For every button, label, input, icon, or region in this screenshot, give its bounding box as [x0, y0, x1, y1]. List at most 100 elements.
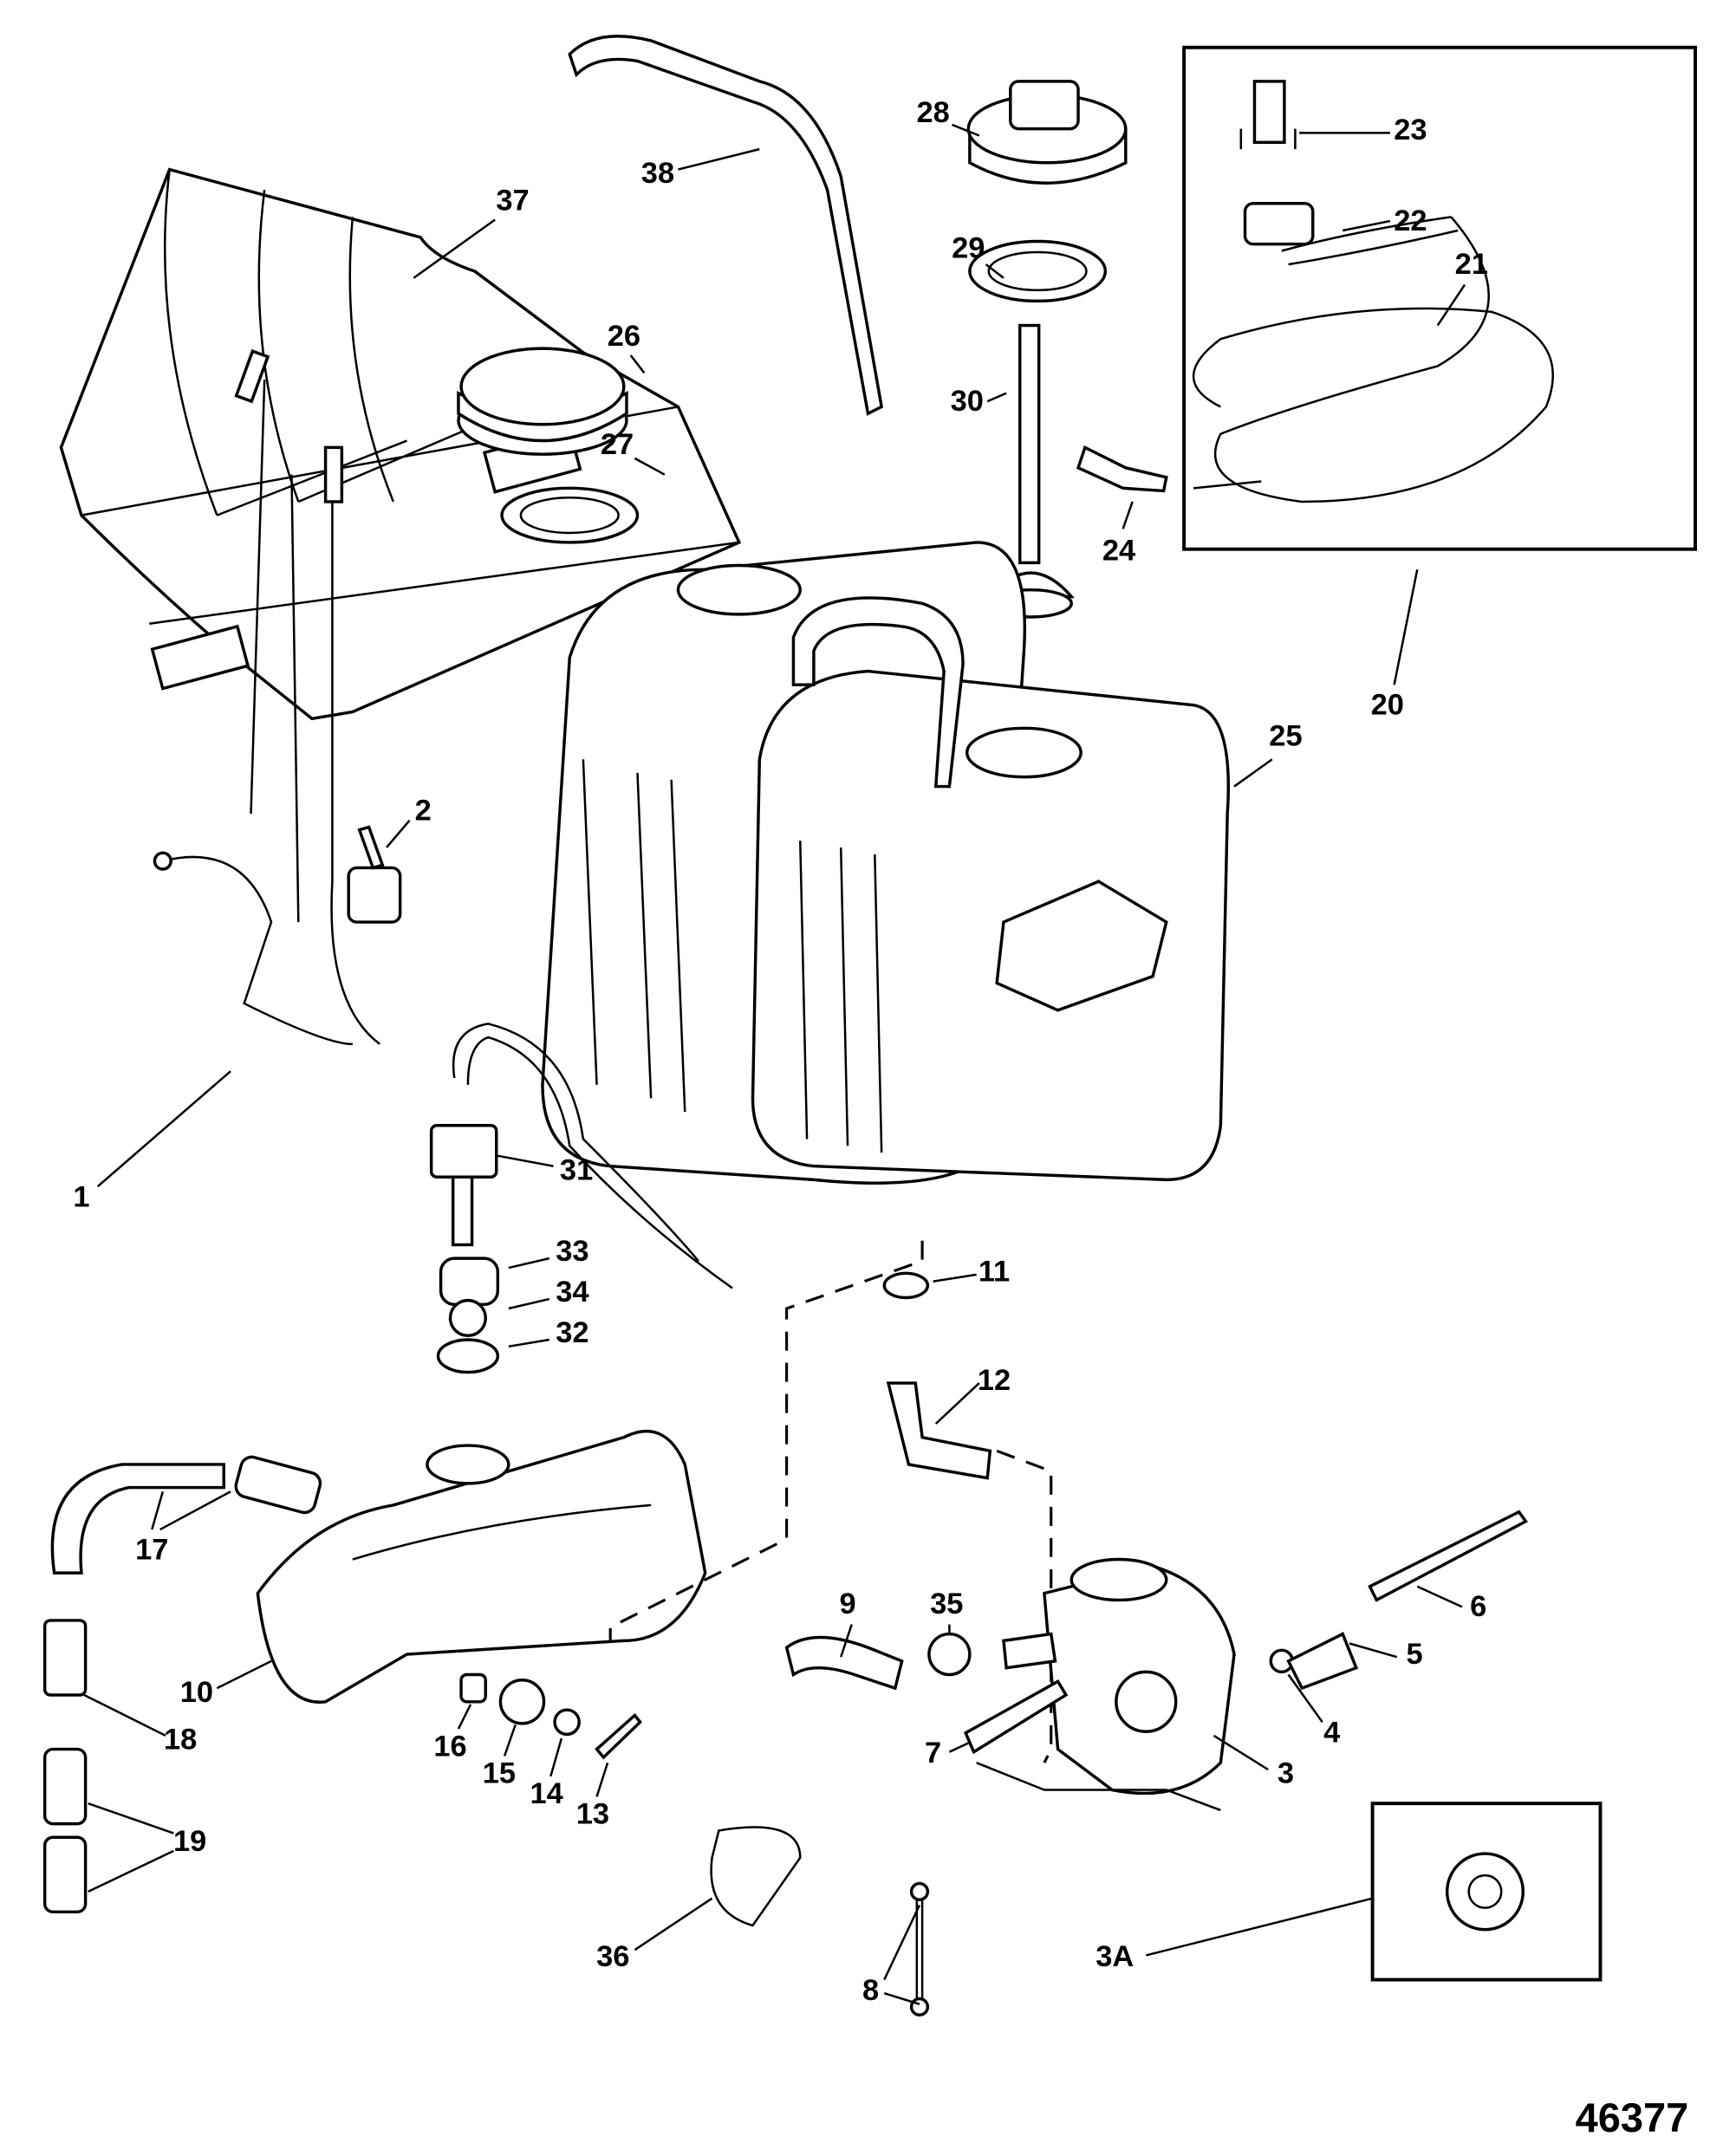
hose-part-17 [50, 1463, 225, 1575]
leader-line-2 [386, 819, 411, 848]
float-sender-part-31 [429, 1023, 733, 1289]
part-label-6: 6 [1470, 1590, 1486, 1623]
part-label-9: 9 [839, 1588, 855, 1620]
part-label-33: 33 [556, 1235, 588, 1268]
part-labels: 1233A45678910111213141516171819202122232… [73, 96, 1488, 2007]
part-label-23: 23 [1394, 114, 1427, 146]
leader-line-24 [1122, 501, 1134, 529]
fuel-line-kit-parts [1192, 80, 1554, 503]
wiring-harness-part-1 [153, 349, 402, 1046]
leader-line-22 [1342, 219, 1391, 232]
grommet-part-15 [498, 1679, 546, 1725]
leader-line-26 [629, 354, 646, 374]
strap-part-38 [568, 35, 884, 416]
screw-part-13 [595, 1712, 642, 1760]
leader-line-34 [508, 1297, 550, 1310]
part-label-10: 10 [180, 1676, 213, 1709]
hose-sleeve-part-17 [234, 1455, 322, 1515]
part-label-8: 8 [862, 1974, 879, 2007]
clamp-part-35 [927, 1632, 972, 1677]
part-label-17: 17 [135, 1533, 168, 1566]
leader-line-16 [457, 1704, 472, 1730]
gasket-part-27 [500, 486, 640, 544]
detail-box-part-3A [1370, 1802, 1603, 1982]
part-label-26: 26 [608, 320, 640, 353]
part-label-25: 25 [1269, 720, 1302, 753]
part-label-12: 12 [978, 1364, 1011, 1397]
part-label-4: 4 [1323, 1717, 1340, 1750]
leader-line-12 [934, 1382, 980, 1425]
part-label-14: 14 [530, 1777, 563, 1810]
hose-part-9 [784, 1635, 904, 1691]
fitting-part-3A [1445, 1852, 1525, 1932]
clamp-part-11 [882, 1271, 930, 1300]
part-label-32: 32 [556, 1316, 588, 1349]
hose-part-12 [886, 1381, 992, 1480]
figure-number: 46377 [1576, 2095, 1689, 2140]
leader-line-15 [503, 1724, 517, 1757]
part-label-24: 24 [1102, 534, 1135, 567]
leader-line-32 [508, 1338, 549, 1348]
leader-line-37 [413, 218, 496, 279]
spacer-part-33 [439, 1257, 500, 1307]
washer-part-14 [553, 1708, 581, 1737]
bolt-part-7 [963, 1679, 1069, 1755]
leader-line-10 [216, 1659, 272, 1690]
fitting-part-24 [1076, 445, 1168, 493]
leader-line-6 [1416, 1585, 1463, 1608]
leader-line-18 [83, 1693, 166, 1737]
gasket-part-29 [968, 239, 1108, 303]
leader-line-27 [634, 457, 666, 476]
part-label-5: 5 [1407, 1638, 1423, 1671]
leader-line-21 [1436, 283, 1466, 327]
leader-line-8 [883, 1904, 921, 1981]
part-label-36: 36 [596, 1940, 629, 1973]
part-label-22: 22 [1394, 205, 1427, 237]
leader-line-11 [933, 1273, 977, 1283]
part-label-34: 34 [556, 1276, 588, 1309]
part-label-7: 7 [925, 1737, 941, 1770]
part-label-2: 2 [415, 795, 432, 828]
part-label-16: 16 [433, 1730, 466, 1763]
part-label-21: 21 [1455, 248, 1488, 281]
leader-lines [83, 123, 1466, 2005]
screw-part-2 [357, 825, 385, 870]
leader-line-17 [159, 1490, 231, 1531]
part-label-3: 3 [1278, 1757, 1294, 1790]
tee-fitting-part-18 [42, 1619, 88, 1697]
leader-line-9 [840, 1624, 853, 1658]
leader-line-17 [151, 1490, 165, 1530]
leader-line-19 [88, 1849, 174, 1893]
leader-line-30 [986, 392, 1007, 403]
leader-line-33 [508, 1257, 550, 1270]
leader-line-5 [1349, 1642, 1398, 1659]
leader-line-31 [494, 1153, 554, 1167]
oil-tank-part-25 [541, 541, 1230, 1185]
leader-line-3a [1145, 1897, 1373, 1957]
part-label-19: 19 [173, 1825, 206, 1858]
leader-line-19 [88, 1802, 174, 1835]
leader-line-1 [96, 1070, 231, 1188]
part-label-35: 35 [930, 1588, 963, 1620]
oil-pump-part-3 [976, 1557, 1236, 1812]
part-label-37: 37 [496, 185, 529, 218]
part-label-15: 15 [483, 1757, 516, 1790]
part-label-27: 27 [601, 428, 634, 461]
cap-assembly-part-28 [966, 80, 1128, 185]
leader-line-13 [595, 1762, 609, 1797]
leader-line-36 [634, 1897, 713, 1951]
bushing-part-5 [1286, 1632, 1359, 1691]
leader-line-7 [948, 1741, 971, 1753]
part-label-1: 1 [73, 1181, 89, 1214]
link-rod-part-8 [915, 1898, 924, 2001]
part-label-13: 13 [576, 1798, 609, 1831]
hose-part-19a [42, 1747, 88, 1826]
part-label-38: 38 [641, 157, 674, 190]
leader-line-20 [1393, 568, 1419, 685]
leader-line-25 [1233, 758, 1273, 788]
o-ring-part-32 [436, 1338, 500, 1374]
part-label-29: 29 [952, 231, 985, 264]
part-label-31: 31 [560, 1153, 593, 1186]
spacer-part-16 [459, 1672, 487, 1704]
part-label-28: 28 [916, 96, 949, 129]
